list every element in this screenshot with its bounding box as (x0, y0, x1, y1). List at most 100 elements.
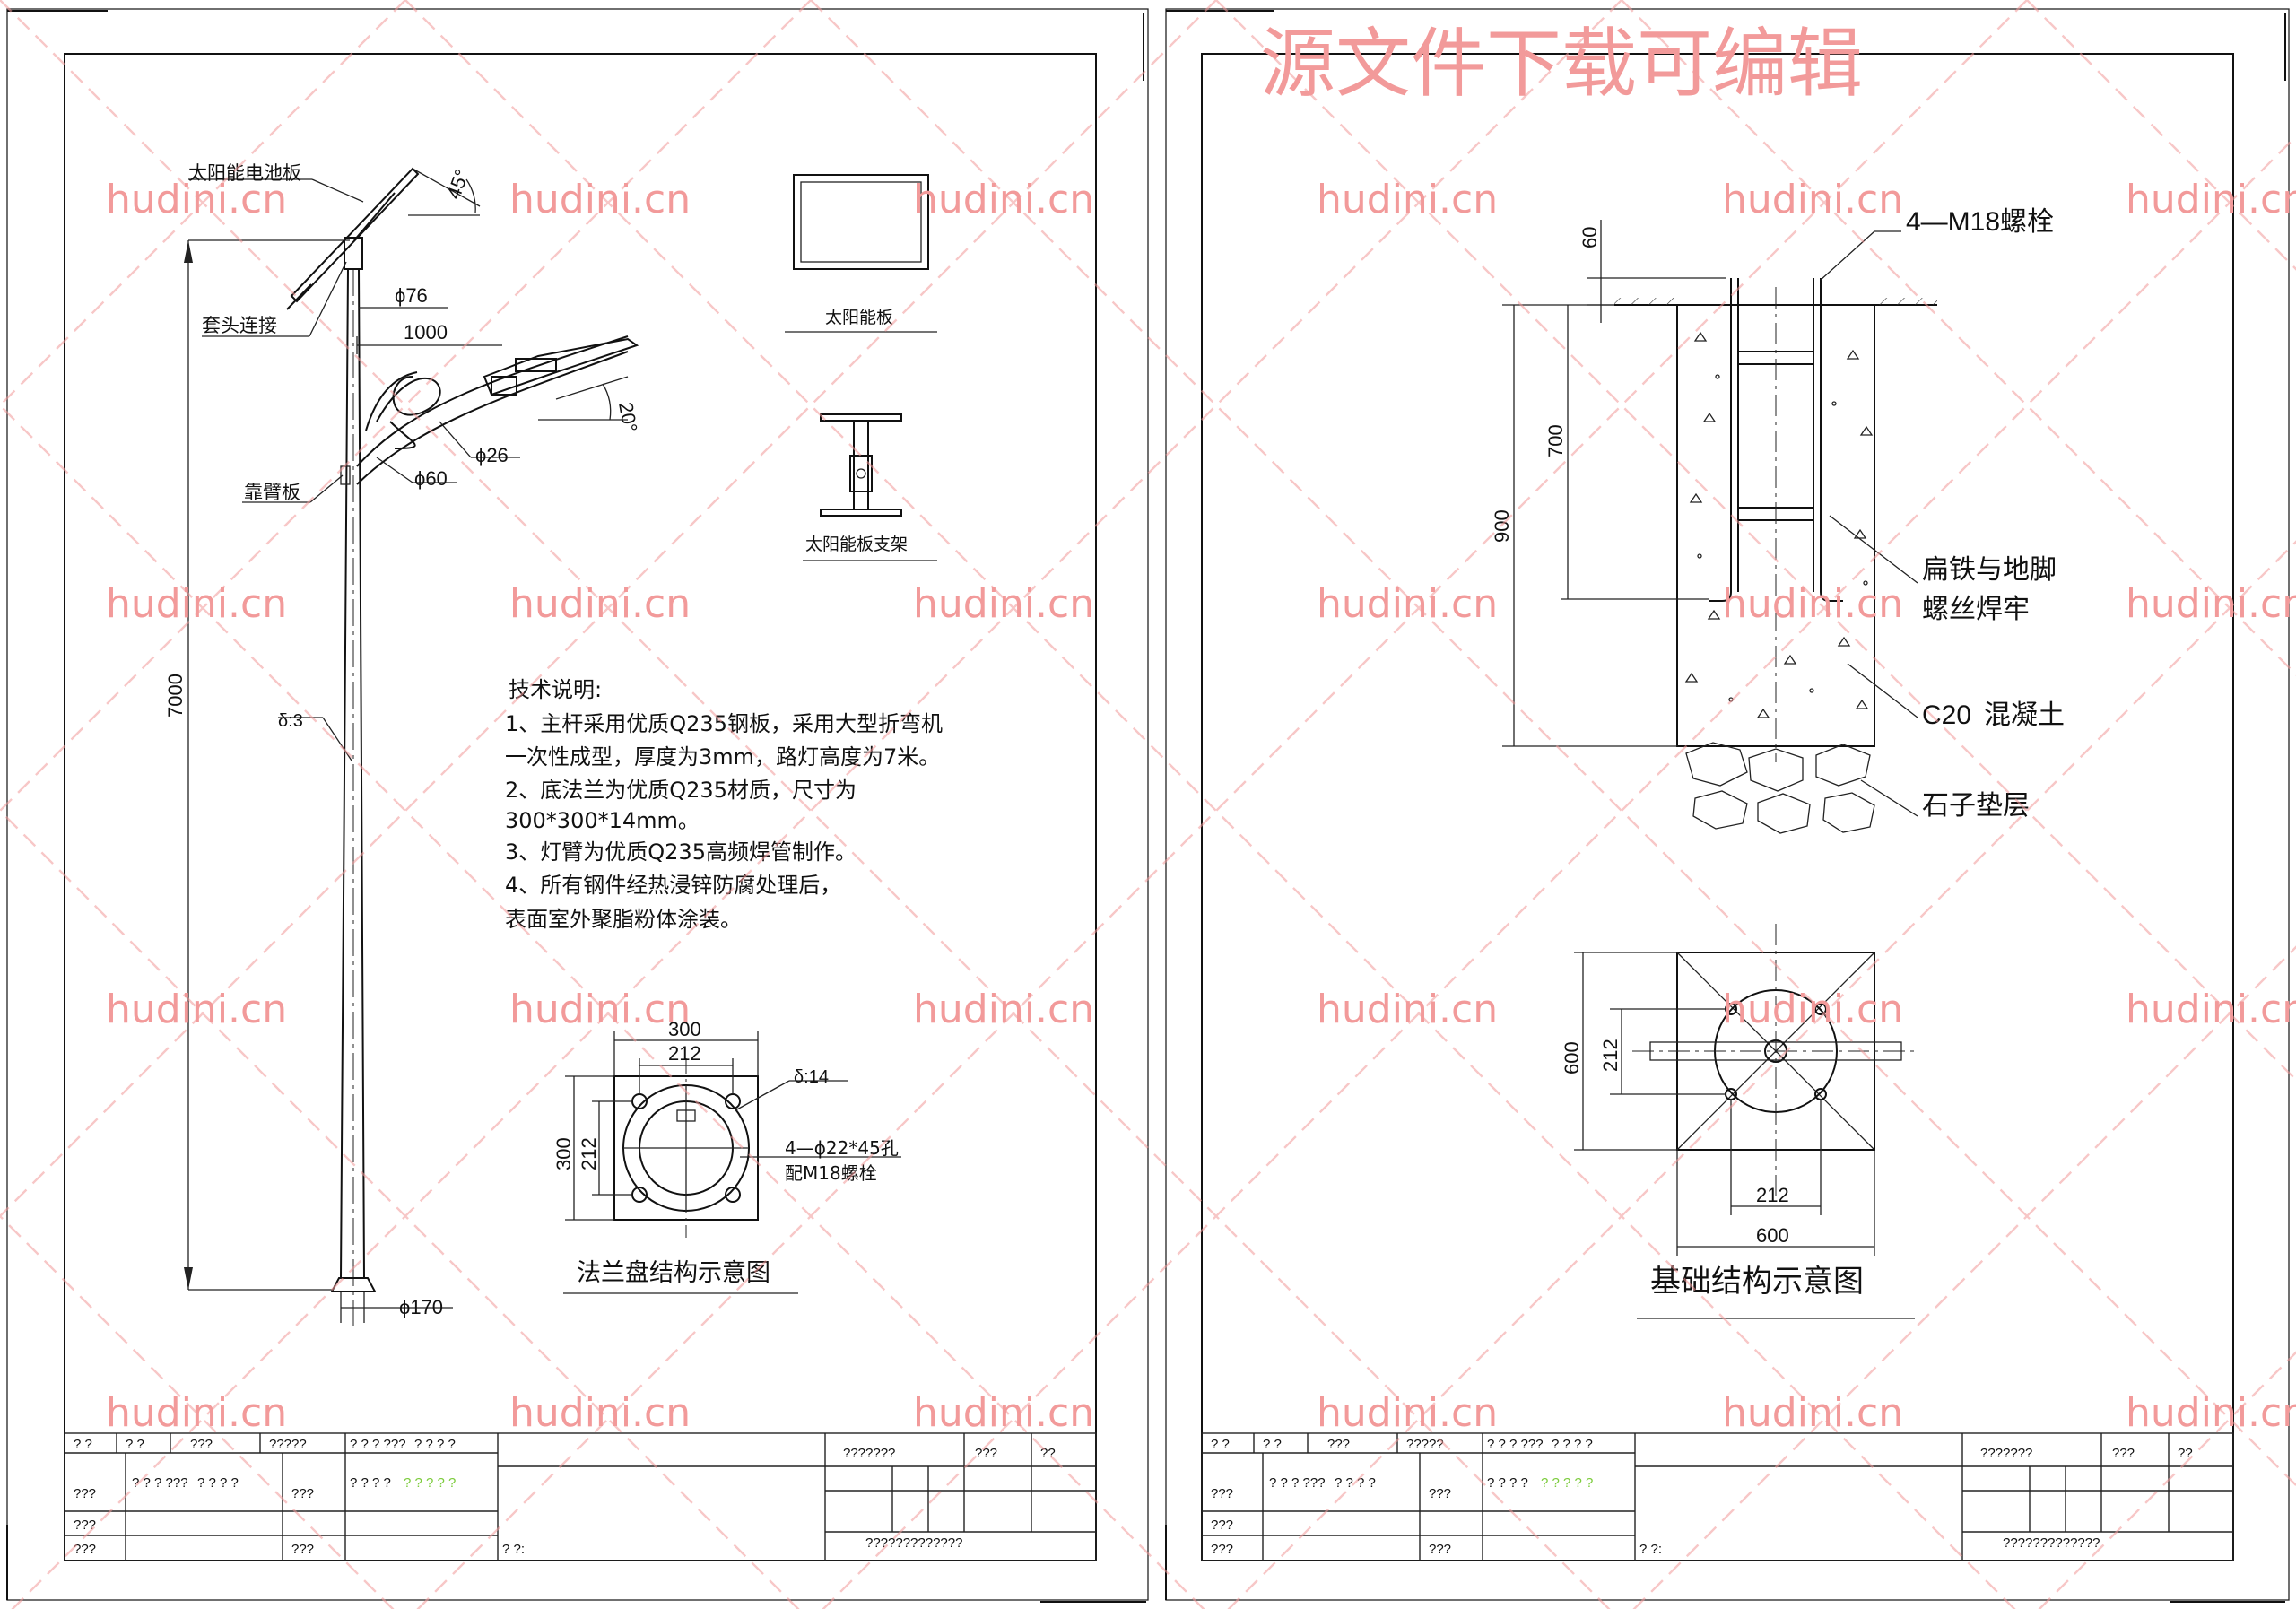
tb-l-right-bottom: ????????????? (865, 1535, 962, 1551)
tb-l-right-1: ??????? (843, 1446, 895, 1461)
arm-plate-label: 靠臂板 (244, 482, 300, 503)
foundation-section: 4—M18螺栓 扁铁与地脚 螺丝焊牢 C20 混凝土 石子垫层 60 700 9… (1491, 207, 2065, 834)
concrete-label: 混凝土 (1984, 700, 2065, 731)
watermark-site-label: hudini.cn (509, 177, 691, 222)
tb-r-r2-c5: ? ? ? ? (1487, 1475, 1528, 1491)
tb-r-right-3: ?? (2178, 1446, 2193, 1461)
pole-thickness: δ:3 (278, 711, 303, 731)
watermark-line (416, 0, 2028, 1609)
notes-line-1: 1、主杆采用优质Q235钢板，采用大型折弯机 (505, 711, 943, 736)
pole-top-diameter: ϕ76 (395, 284, 428, 307)
tb-r-r1-c3: ??? (1327, 1437, 1350, 1452)
tb-r-right-bottom: ????????????? (2003, 1535, 2100, 1551)
watermark-site-label: hudini.cn (509, 987, 691, 1032)
watermark-line (2038, 1351, 2296, 1609)
watermark-line (0, 404, 1205, 1609)
tb-l-r1-c6: ? ? ? ? (414, 1437, 456, 1452)
notes-line-3: 2、底法兰为优质Q235材质，尺寸为 (505, 778, 857, 803)
notes-line-7: 表面室外聚脂粉体涂装。 (505, 907, 742, 932)
sleeve-label: 套头连接 (202, 315, 277, 336)
plan-side-212: 212 (1599, 1039, 1622, 1072)
watermark-line (0, 1214, 395, 1609)
flange-height-300: 300 (552, 1137, 575, 1170)
watermark-line (0, 0, 406, 407)
watermark-site-label: hudini.cn (1317, 987, 1498, 1032)
notes-line-6: 4、所有钢件经热浸锌防腐处理后， (505, 873, 841, 898)
watermark-site-label: hudini.cn (106, 987, 287, 1032)
tb-r-r4-c1: ??? (1211, 1542, 1233, 1557)
flange-hole-spacing-212-side: 212 (578, 1137, 600, 1170)
tb-l-r4-c1: ??? (74, 1542, 96, 1557)
watermark-site-label: hudini.cn (509, 1390, 691, 1436)
watermark-site-label: hudini.cn (913, 1390, 1094, 1436)
tb-l-r2-c1: ??? (74, 1486, 96, 1501)
tb-r-r2-c2: ? ? ? ??? (1269, 1475, 1326, 1491)
watermark-line (0, 0, 1217, 1218)
technical-notes: 技术说明: 1、主杆采用优质Q235钢板，采用大型折弯机 一次性成型，厚度为3m… (505, 677, 943, 932)
watermark-line (1215, 0, 2296, 1082)
arm-diameter-60: ϕ60 (414, 467, 448, 490)
tb-r-right-1: ??????? (1980, 1446, 2032, 1461)
angle-45-label: 45° (442, 166, 474, 202)
tb-r-right-2: ??? (2112, 1446, 2135, 1461)
watermark-site-label: hudini.cn (2126, 177, 2296, 222)
tb-l-r1-c3: ??? (190, 1437, 213, 1452)
tb-l-r4-c3: ? ?: (502, 1542, 525, 1557)
plan-bottom-212: 212 (1756, 1184, 1789, 1206)
watermark-site-label: hudini.cn (1317, 581, 1498, 627)
watermark-line (0, 809, 800, 1609)
tb-l-r2-c4: ??? (291, 1486, 314, 1501)
notes-title: 技术说明: (509, 677, 602, 702)
title-block-right: ? ? ? ? ??? ????? ? ? ? ??? ? ? ? ? ??? … (1201, 1432, 2234, 1561)
watermark-headline: 源文件下载可编辑 (1260, 20, 1863, 108)
tb-l-r3-c1: ??? (74, 1518, 96, 1533)
tb-l-r2-c3: ? ? ? ? (197, 1475, 239, 1491)
flat-iron-label-2: 螺丝焊牢 (1922, 594, 2030, 625)
watermark-site-label: hudini.cn (106, 1390, 287, 1436)
tb-l-r1-c1: ? ? (74, 1437, 92, 1452)
bolt-depth-700: 700 (1544, 424, 1567, 457)
watermark-site-label: hudini.cn (106, 581, 287, 627)
watermark-site-label: hudini.cn (2126, 581, 2296, 627)
foundation-title: 基础结构示意图 (1650, 1264, 1864, 1300)
tb-l-r2-c5: ? ? ? ? (350, 1475, 391, 1491)
watermark-line (0, 0, 812, 813)
watermark-site-label: hudini.cn (1722, 581, 1903, 627)
watermark-line (1227, 540, 2296, 1609)
title-block-left: ? ? ? ? ??? ????? ? ? ? ??? ? ? ? ? ??? … (64, 1432, 1097, 1561)
notes-line-5: 3、灯臂为优质Q235高频焊管制作。 (505, 839, 857, 865)
flange-plan-detail: 300 212 300 212 δ:14 4—ϕ22*45孔 配M18螺栓 法兰… (552, 1018, 901, 1294)
notes-line-4: 300*300*14mm。 (505, 808, 700, 833)
tb-r-r2-c4: ??? (1429, 1486, 1451, 1501)
watermark-site-label: hudini.cn (1722, 1390, 1903, 1436)
solar-bracket-caption: 太阳能板支架 (805, 535, 908, 554)
gravel-label: 石子垫层 (1922, 790, 2030, 822)
watermark-line (2026, 0, 2296, 271)
solar-panel-label: 太阳能电池板 (188, 162, 301, 184)
tb-r-r1-c4: ????? (1406, 1437, 1444, 1452)
tb-l-r1-c4: ????? (269, 1437, 307, 1452)
pole-height: 7000 (164, 674, 187, 718)
watermark-line (404, 0, 2016, 1609)
watermark-line (810, 0, 2296, 1487)
watermark-site-label: hudini.cn (1722, 177, 1903, 222)
flange-holes-label: 4—ϕ22*45孔 (785, 1137, 899, 1159)
watermark-site-label: hudini.cn (913, 987, 1094, 1032)
tb-l-r2-green: ? ? ? ? ? (404, 1475, 456, 1491)
flange-title: 法兰盘结构示意图 (577, 1259, 770, 1287)
solar-board-caption: 太阳能板 (825, 308, 893, 327)
plan-bottom-600: 600 (1756, 1224, 1789, 1247)
tb-l-r2-c2: ? ? ? ??? (132, 1475, 188, 1491)
watermark-site-label: hudini.cn (509, 581, 691, 627)
bolts-label: 4—M18螺栓 (1906, 207, 2054, 237)
flange-bolts-label: 配M18螺栓 (785, 1162, 877, 1184)
watermark-site-label: hudini.cn (1317, 1390, 1498, 1436)
tb-r-r1-c1: ? ? (1211, 1437, 1230, 1452)
tb-r-r3-c1: ??? (1211, 1518, 1233, 1533)
watermark-site-label: hudini.cn (1722, 987, 1903, 1032)
solar-board-detail: 太阳能板 太阳能板支架 (785, 174, 937, 561)
tb-l-r1-c5: ? ? ? ??? (350, 1437, 406, 1452)
bolt-exposed-60: 60 (1578, 227, 1601, 248)
